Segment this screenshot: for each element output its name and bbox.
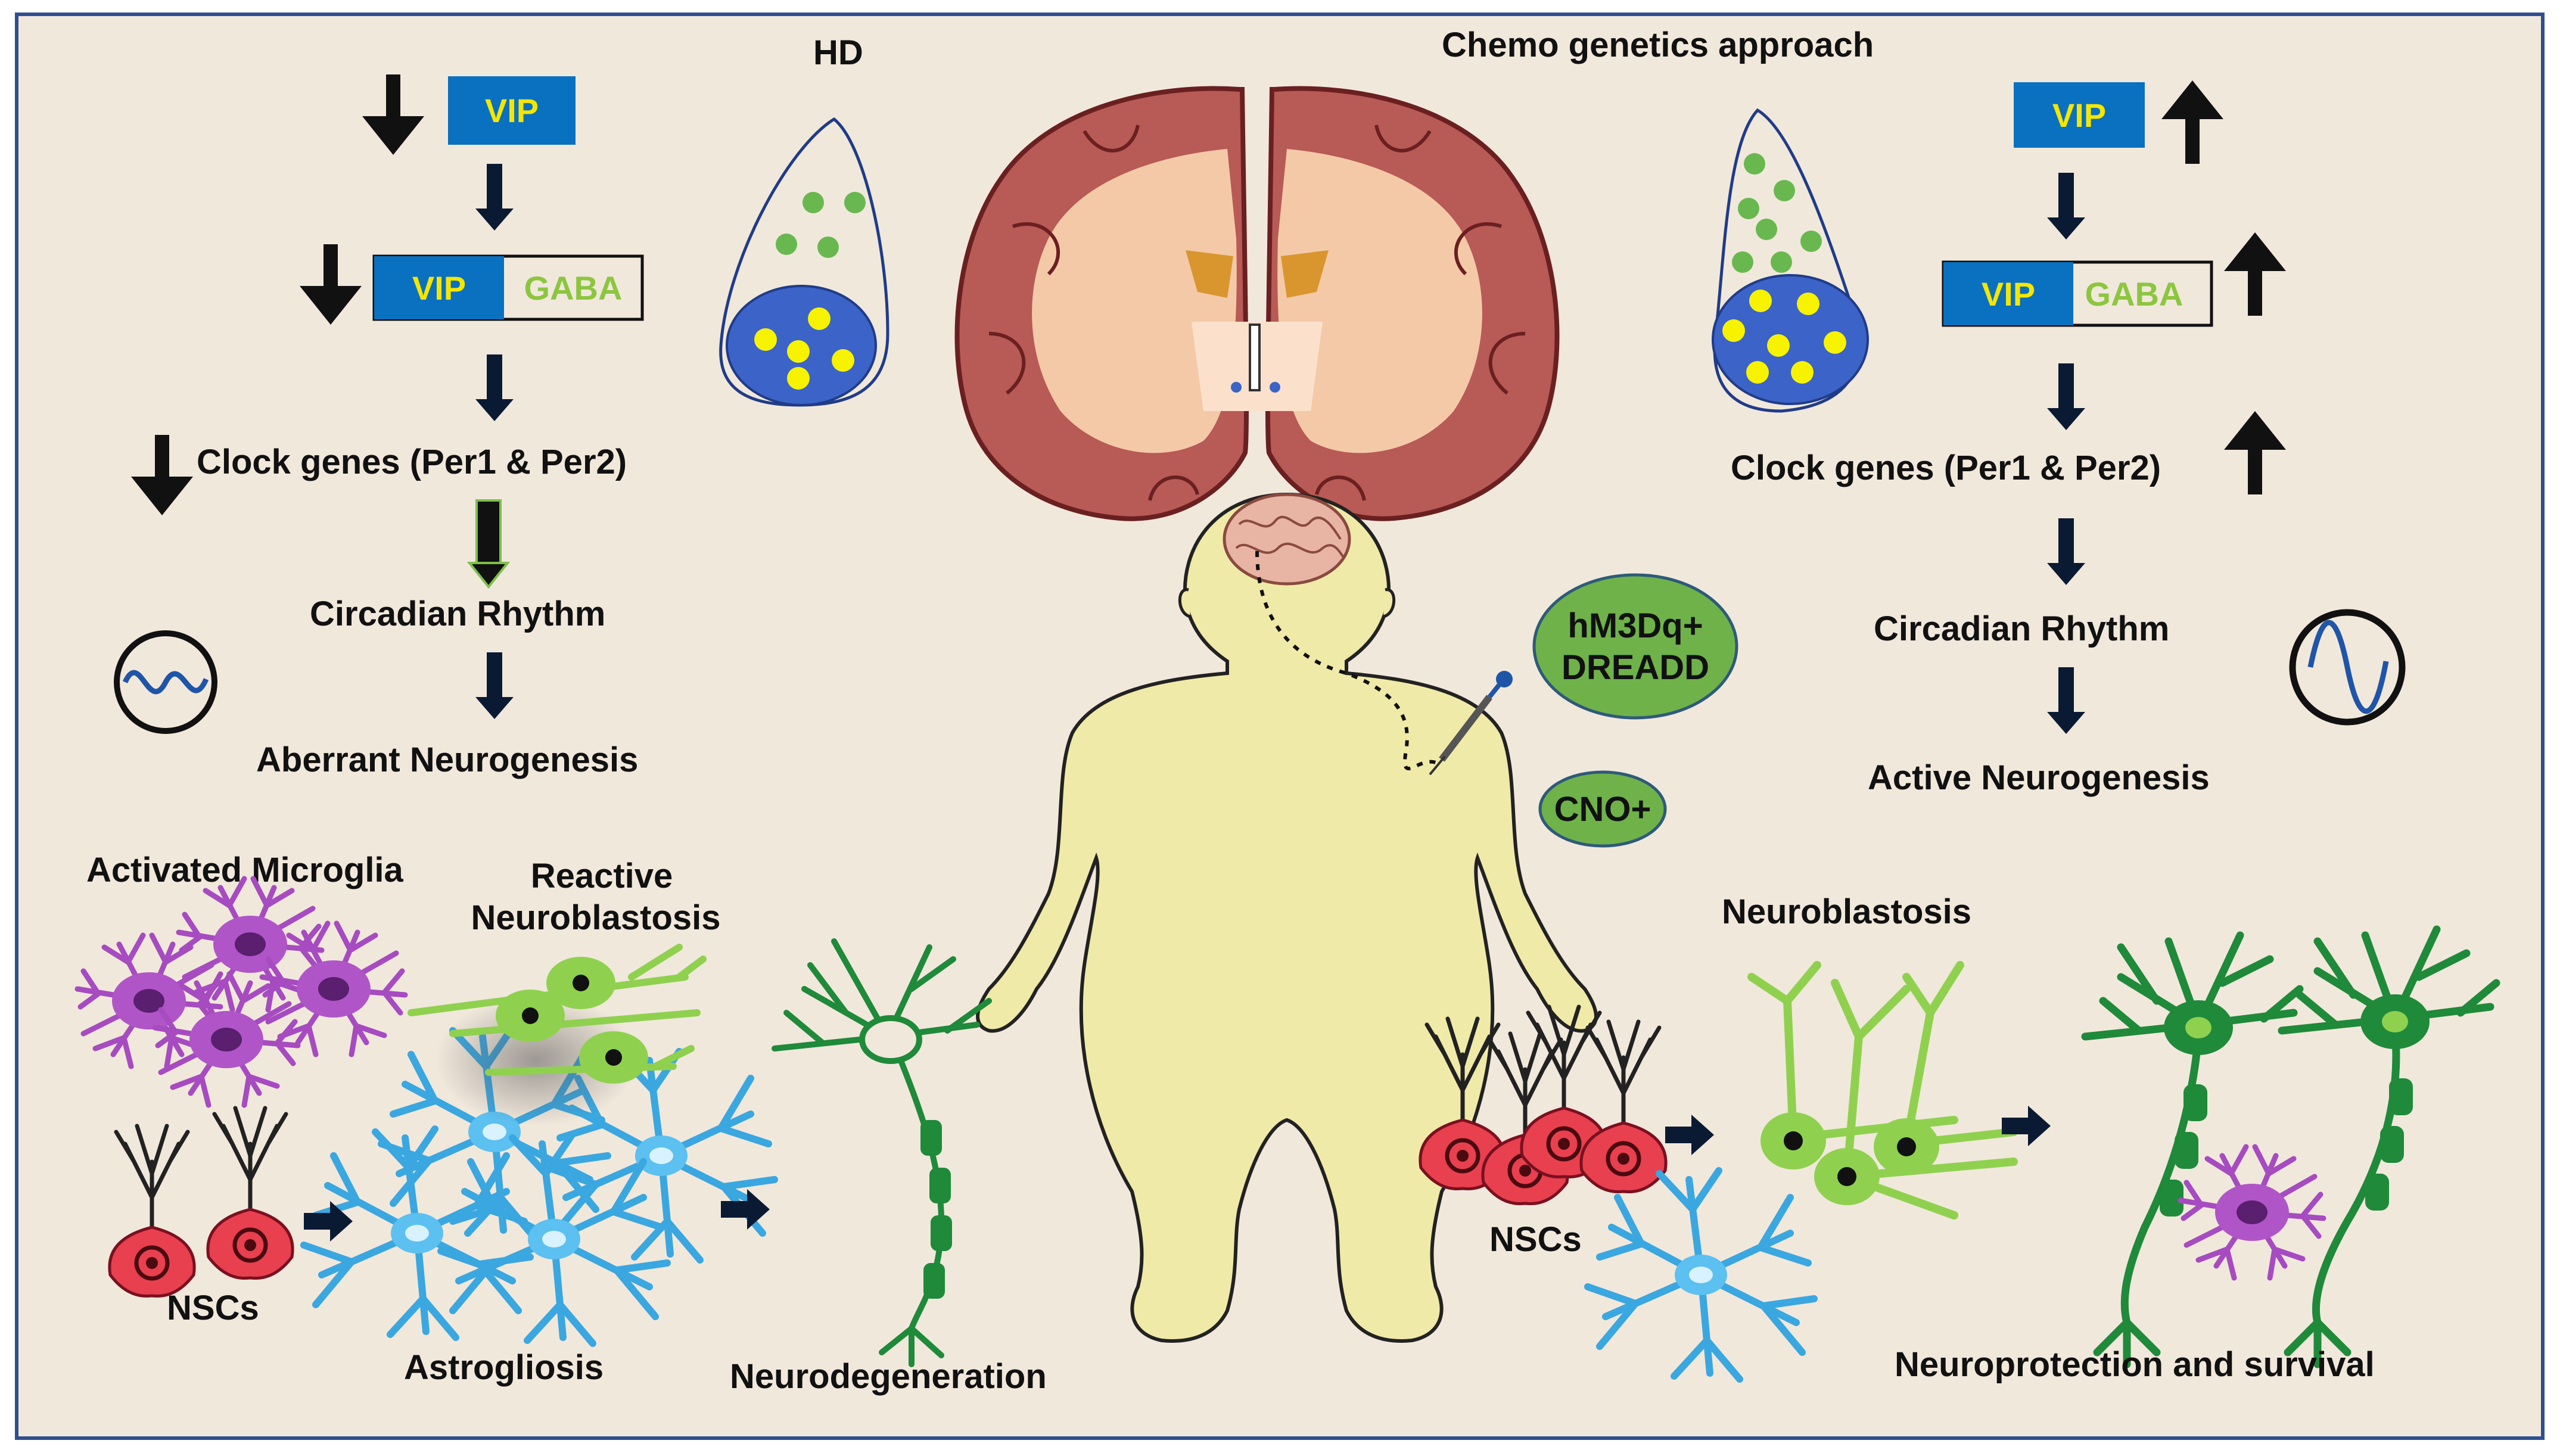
neurodegeneration-label: Neurodegeneration bbox=[730, 1357, 1047, 1396]
astrogliosis-label: Astrogliosis bbox=[404, 1348, 604, 1387]
vip-box-right bbox=[2014, 82, 2145, 148]
yellow-dots-left bbox=[754, 307, 854, 390]
neuroblasts-right bbox=[1747, 961, 2018, 1219]
vip-box-left bbox=[448, 76, 576, 145]
cno-label: CNO+ bbox=[1554, 790, 1651, 829]
flow-arrow-left-3-head bbox=[466, 562, 511, 589]
cno-oval bbox=[1538, 770, 1667, 848]
circadian-label-left: Circadian Rhythm bbox=[310, 595, 605, 633]
flow-arrow-left-3-shaft bbox=[475, 499, 502, 567]
vip-segment-right bbox=[1943, 262, 2073, 325]
circadian-label-right: Circadian Rhythm bbox=[1874, 609, 2169, 648]
circadian-wave-icon-left bbox=[114, 630, 217, 734]
green-dots-right bbox=[1732, 153, 1822, 273]
neuroprotection-label: Neuroprotection and survival bbox=[1895, 1345, 2375, 1384]
vip-segment-left bbox=[374, 256, 504, 319]
yellow-dots-right bbox=[1722, 290, 1846, 384]
gaba-label-right: GABA bbox=[2085, 275, 2183, 313]
neuroblastosis-label: Neuroblastosis bbox=[1722, 892, 1971, 931]
chemogenetics-title: Chemo genetics approach bbox=[1442, 26, 1874, 64]
reactive-label-line1: Reactive bbox=[531, 857, 673, 895]
clock-genes-label-left: Clock genes (Per1 & Per2) bbox=[197, 443, 627, 481]
dreadd-line1: hM3Dq+ bbox=[1567, 606, 1703, 645]
gaba-label-left: GABA bbox=[524, 269, 623, 307]
vip-label-right: VIP bbox=[2052, 97, 2106, 134]
activated-microglia-label: Activated Microglia bbox=[86, 851, 404, 889]
vip-pair-label-left: VIP bbox=[412, 269, 466, 307]
active-neurogenesis-label: Active Neurogenesis bbox=[1868, 758, 2210, 797]
dreadd-oval bbox=[1532, 573, 1738, 720]
clock-genes-label-right: Clock genes (Per1 & Per2) bbox=[1731, 449, 2161, 487]
green-dots-left bbox=[776, 192, 866, 258]
healthy-neurons bbox=[2081, 925, 2500, 1368]
syringe-icon bbox=[1429, 671, 1513, 776]
dreadd-line2: DREADD bbox=[1562, 648, 1709, 687]
reactive-neuroblasts bbox=[408, 944, 707, 1084]
vip-pair-label-right: VIP bbox=[1982, 275, 2035, 313]
degenerating-neuron bbox=[772, 938, 992, 1367]
hd-label: HD bbox=[813, 33, 863, 72]
vip-label-left: VIP bbox=[485, 92, 539, 129]
nscs-label-left: NSCs bbox=[167, 1289, 259, 1327]
brain-coronal-section bbox=[954, 86, 1560, 521]
circadian-wave-icon-right bbox=[2289, 609, 2406, 726]
aberrant-neurogenesis-label: Aberrant Neurogenesis bbox=[256, 741, 638, 779]
nscs-label-right: NSCs bbox=[1489, 1220, 1582, 1259]
reactive-label-line2: Neuroblastosis bbox=[471, 898, 721, 937]
